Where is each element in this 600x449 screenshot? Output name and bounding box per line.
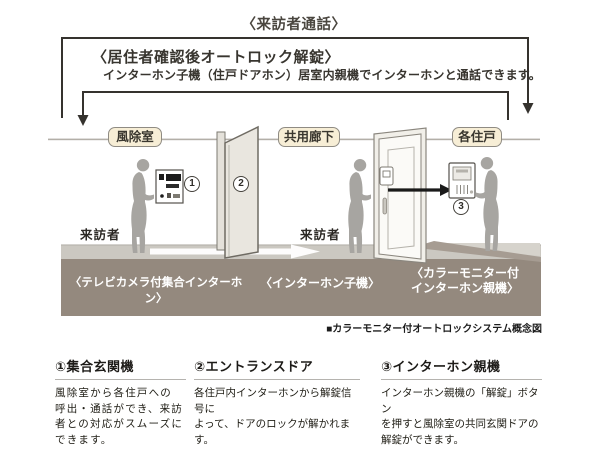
caption-color-monitor-station: 〈カラーモニター付 インターホン親機〉: [410, 266, 519, 295]
entrance-door: [224, 125, 259, 259]
visitor-label-entrance: 来訪者: [80, 228, 121, 242]
visitor-call-arrowhead: [522, 103, 534, 114]
monitor-station-unlock-button: [469, 190, 474, 194]
entrance-intercom-display: [166, 174, 181, 181]
marker-circled-3: 3: [453, 199, 469, 215]
legend-heading-entrance-station: ①集合玄関機: [55, 359, 135, 374]
door-intercom-device: [379, 166, 394, 186]
legend-body-entrance-station: 風除室から各住戸への 呼出・通話ができ、来訪 者との対応がスムーズに できます。: [55, 387, 184, 446]
legend-rule: [194, 379, 360, 380]
flow-heading-autolock-release: 〈居住者確認後オートロック解錠〉: [92, 49, 341, 66]
entrance-intercom-key-right: [173, 194, 180, 198]
entrance-intercom-key-left: [167, 193, 171, 198]
autolock-release-bracket: [82, 91, 509, 120]
visitor-silhouette-entrance: [131, 158, 154, 253]
figure-note: ■カラーモニター付オートロックシステム概念図: [326, 324, 542, 335]
dwelling-door: [378, 133, 422, 260]
monitor-station-screen: [452, 166, 472, 181]
dwelling-door-panel: [387, 146, 415, 250]
legend-item-entrance-door: ②エントランスドア 各住戸内インターホンから解錠信号に よって、ドアのロックが解…: [194, 356, 360, 448]
legend-rule: [381, 379, 542, 380]
legend-rule: [55, 379, 186, 380]
visitor-label-corridor: 来訪者: [300, 228, 341, 242]
flow-description: インターホン子機（住戸ドアホン）居室内親機でインターホンと通話できます。: [103, 68, 542, 82]
caption-entrance-intercom: 〈テレビカメラ付集合インターホン〉: [69, 277, 243, 305]
entrance-intercom-slot: [166, 184, 179, 188]
legend-heading-entrance-door: ②エントランスドア: [194, 359, 314, 374]
marker-circled-1: 1: [184, 176, 200, 192]
resident-silhouette: [476, 156, 499, 251]
zone-label-common-corridor: 共用廊下: [278, 127, 340, 147]
legend-item-entrance-station: ①集合玄関機 風除室から各住戸への 呼出・通話ができ、来訪 者との対応がスムーズ…: [55, 356, 186, 448]
door-intercom-button: [382, 170, 391, 178]
legend-body-monitor-station: インターホン親機の「解錠」ボタン を押すと風除室の共同玄関ドアの 解錠ができます…: [381, 387, 539, 446]
dwelling-door-handle: [382, 197, 387, 215]
monitor-station-handset: [456, 169, 468, 173]
signal-arrow-head: [440, 184, 452, 196]
floor-band: [61, 259, 541, 316]
autolock-release-arrowhead: [77, 115, 89, 126]
legend-heading-monitor-station: ③インターホン親機: [381, 359, 501, 374]
visitor-silhouette-corridor: [348, 158, 371, 253]
visitor-call-bracket: [61, 37, 529, 118]
caption-door-intercom: 〈インターホン子機〉: [259, 276, 380, 290]
entrance-intercom-speaker: [160, 194, 164, 198]
legend-body-entrance-door: 各住戸内インターホンから解錠信号に よって、ドアのロックが解かれます。: [194, 387, 352, 446]
entrance-door-frame: [216, 131, 226, 251]
flow-title-visitor-call: 〈来訪者通話〉: [241, 17, 347, 33]
monitor-station-grille: [456, 185, 468, 194]
legend-item-monitor-station: ③インターホン親機 インターホン親機の「解錠」ボタン を押すと風除室の共同玄関ド…: [381, 356, 542, 448]
zone-label-each-dwelling: 各住戸: [452, 127, 502, 147]
walkway-edge: [61, 244, 541, 246]
zone-label-windbreak-room: 風除室: [108, 127, 162, 147]
dwelling-step-ramp: [424, 241, 541, 262]
entrance-intercom-camera: [159, 174, 164, 180]
marker-circled-2: 2: [233, 176, 249, 192]
